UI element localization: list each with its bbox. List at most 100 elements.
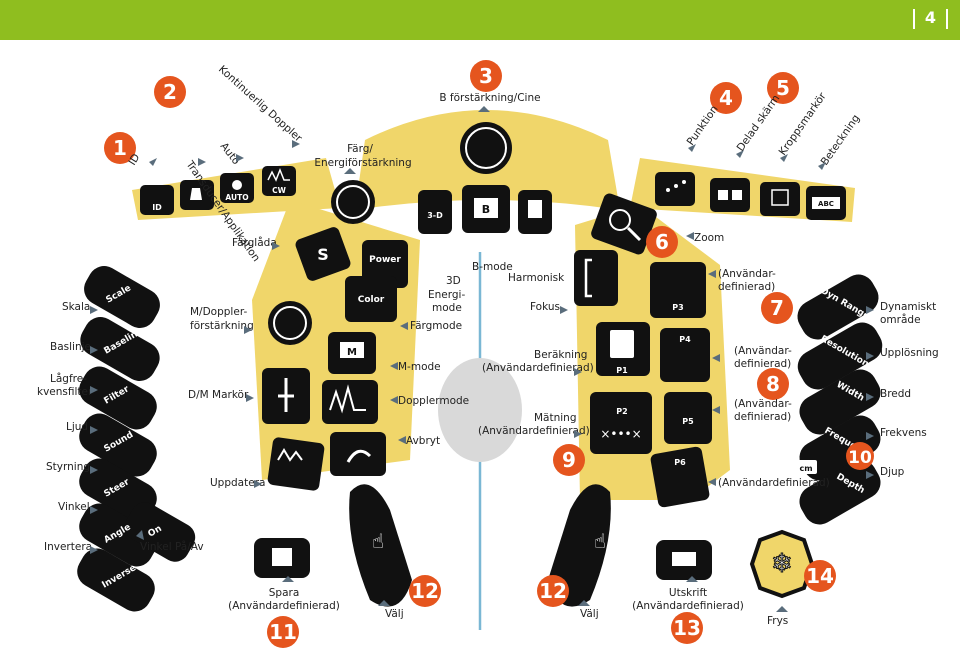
- select-paddle-right[interactable]: ☝: [548, 484, 611, 607]
- color-key[interactable]: Color: [345, 276, 397, 322]
- label-color-gain: Färg/: [347, 143, 373, 155]
- right-slider-keys: cm: [792, 269, 888, 531]
- svg-text:P2: P2: [616, 407, 627, 416]
- angle-key[interactable]: [73, 498, 162, 573]
- harmonic-icon: [528, 200, 542, 218]
- zoom-key[interactable]: [589, 192, 658, 256]
- label-print-2: (Användardefinierad): [632, 600, 744, 612]
- threeD-key[interactable]: 3-D: [418, 190, 452, 234]
- callout-3: 3: [479, 64, 493, 88]
- inverse-key[interactable]: [71, 543, 160, 618]
- label-invert: Invertera: [44, 541, 92, 553]
- callout-5: 5: [776, 76, 790, 100]
- label-cancel: Avbryt: [406, 435, 440, 447]
- puncture-key[interactable]: [655, 172, 695, 206]
- cw-key[interactable]: CW: [262, 166, 296, 196]
- b-gain-knob[interactable]: [460, 122, 512, 174]
- id-key[interactable]: ID: [140, 185, 174, 215]
- p4-key[interactable]: P4: [660, 328, 710, 382]
- save-key[interactable]: [254, 538, 310, 578]
- svg-text:3-D: 3-D: [427, 211, 443, 220]
- label-cw: Kontinuerlig Doppler: [216, 63, 305, 145]
- b-mode-key[interactable]: B: [462, 185, 510, 233]
- m-mode-key[interactable]: M: [328, 332, 376, 374]
- select-paddle-left[interactable]: ☝: [349, 484, 412, 607]
- auto-key[interactable]: AUTO: [220, 173, 254, 203]
- doppler-key[interactable]: [322, 380, 378, 424]
- trackball[interactable]: [438, 358, 522, 462]
- calc-key[interactable]: P1: [596, 322, 650, 376]
- svg-text:P5: P5: [682, 417, 694, 426]
- label-dm-marker: D/M Markör: [188, 389, 249, 401]
- label-b-gain: B förstärkning/Cine: [439, 92, 540, 104]
- label-angle-onoff: Vinkel På/Av: [140, 540, 204, 553]
- callout-9: 9: [562, 448, 576, 472]
- md-gain-knob[interactable]: [268, 301, 312, 345]
- label-measure: Mätning: [534, 412, 577, 424]
- label-userdef-b: (Användar-: [734, 345, 792, 357]
- callout-markers: [104, 60, 874, 648]
- depth-key[interactable]: [794, 454, 887, 531]
- svg-text:S: S: [317, 245, 329, 264]
- filter-key[interactable]: [73, 361, 162, 436]
- label-userdef-a: (Användar-: [718, 268, 776, 280]
- label-freeze: Frys: [767, 615, 788, 627]
- p6-key[interactable]: P6: [650, 446, 711, 508]
- harmonic-key[interactable]: [518, 190, 552, 234]
- width-key[interactable]: [794, 364, 887, 441]
- cancel-key[interactable]: [330, 432, 386, 476]
- p3-key[interactable]: P3: [650, 262, 706, 318]
- label-select-left: Välj: [385, 608, 404, 620]
- callout-11: 11: [269, 620, 297, 644]
- dyn-range-key[interactable]: [792, 269, 885, 346]
- label-save-2: (Användardefinierad): [228, 600, 340, 612]
- label-select-right: Välj: [580, 608, 599, 620]
- svg-text:M: M: [347, 347, 357, 358]
- focus-key[interactable]: [574, 250, 618, 306]
- angle-onoff-key[interactable]: [120, 497, 201, 567]
- label-angle: Vinkel: [58, 501, 90, 513]
- bodymark-key[interactable]: [760, 182, 800, 216]
- callout-10: 10: [848, 448, 872, 468]
- dm-marker-key[interactable]: [262, 368, 310, 424]
- label-mmode: M-mode: [398, 361, 441, 373]
- label-auto: Auto: [218, 140, 242, 167]
- sound-key[interactable]: [73, 408, 162, 483]
- waveform-icon: [267, 167, 290, 182]
- split-key[interactable]: [710, 178, 750, 212]
- p5-key[interactable]: P5: [664, 392, 712, 444]
- svg-text:Power: Power: [369, 255, 401, 265]
- label-print: Utskrift: [669, 587, 707, 599]
- snowflake-icon: ❄: [771, 549, 793, 579]
- label-scale: Skala: [62, 301, 90, 313]
- resolution-key[interactable]: [792, 317, 888, 396]
- magnifier-icon: [609, 209, 631, 231]
- svg-text:ID: ID: [152, 203, 162, 212]
- annotation-key[interactable]: ABC: [806, 186, 846, 220]
- measure-key[interactable]: P2 ×•••×: [590, 392, 652, 454]
- label-colorbox: Färglåda: [232, 236, 277, 249]
- label-userdef-a-2: definierad): [718, 281, 775, 293]
- callout-7: 7: [770, 296, 784, 320]
- scale-key[interactable]: [78, 260, 166, 334]
- label-userdef-c-2: definierad): [734, 411, 791, 423]
- callout-14: 14: [806, 564, 834, 588]
- frequency-key[interactable]: [794, 410, 887, 487]
- undo-arrow-icon: [346, 449, 372, 463]
- update-key[interactable]: [267, 437, 325, 492]
- label-save: Spara: [269, 587, 300, 599]
- doppler-wave-icon: [329, 384, 366, 414]
- svg-text:P4: P4: [679, 335, 691, 344]
- svg-text:B: B: [482, 203, 490, 216]
- freeze-key[interactable]: ❄: [749, 529, 815, 599]
- transducer-key[interactable]: [180, 180, 214, 210]
- focus-bracket-icon: [584, 258, 592, 298]
- label-colormode: Färgmode: [410, 320, 462, 332]
- transducer-icon: [190, 188, 202, 200]
- label-focus: Fokus: [530, 301, 560, 313]
- color-gain-knob[interactable]: [331, 180, 375, 224]
- label-dyn-2: område: [880, 313, 921, 326]
- print-key[interactable]: [656, 540, 712, 580]
- colorbox-key[interactable]: S: [294, 225, 352, 282]
- baseline-key[interactable]: [74, 311, 165, 387]
